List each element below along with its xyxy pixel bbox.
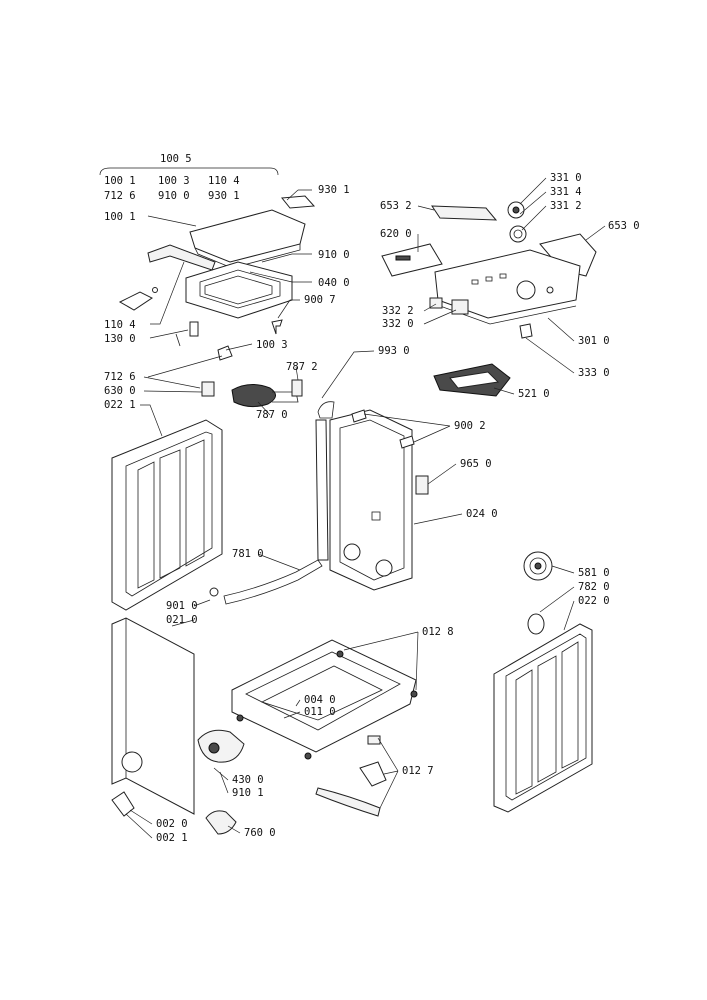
callout-label: 022 0	[578, 595, 610, 607]
callout-label: 993 0	[378, 345, 410, 357]
callout-labels: 930 1 100 1 910 0 040 0 900 7 110 4 130 …	[104, 172, 640, 844]
base-frame-group	[231, 631, 419, 817]
callout-label: 900 2	[454, 420, 486, 432]
callout-label: 331 0	[550, 172, 582, 184]
callout-label: 331 2	[550, 200, 582, 212]
callout-label: 012 8	[422, 626, 454, 638]
rear-panel-group	[209, 350, 463, 605]
callout-label: 630 0	[104, 385, 136, 397]
callout-label: 900 7	[304, 294, 336, 306]
callout-label: 100 1	[104, 211, 136, 223]
callout-label: 332 2	[382, 305, 414, 317]
callout-label: 110 4	[104, 319, 136, 331]
callout-label: 021 0	[166, 614, 198, 626]
kit-part: 100 1	[104, 175, 136, 187]
callout-label: 653 0	[608, 220, 640, 232]
callout-label: 024 0	[466, 508, 498, 520]
callout-label: 965 0	[460, 458, 492, 470]
callout-label: 581 0	[578, 567, 610, 579]
callout-label: 100 3	[256, 339, 288, 351]
callout-label: 022 1	[104, 399, 136, 411]
callout-label: 040 0	[318, 277, 350, 289]
callout-label: 430 0	[232, 774, 264, 786]
callout-label: 781 0	[232, 548, 264, 560]
callout-label: 002 1	[156, 832, 188, 844]
callout-label: 910 1	[232, 787, 264, 799]
front-panel-group	[111, 599, 245, 839]
callout-label: 331 4	[550, 186, 582, 198]
callout-label: 930 1	[318, 184, 350, 196]
callout-label: 760 0	[244, 827, 276, 839]
kit-part: 910 0	[158, 190, 190, 202]
kit-title: 100 5	[160, 153, 192, 165]
callout-label: 787 2	[286, 361, 318, 373]
callout-label: 910 0	[318, 249, 350, 261]
callout-label: 011 0	[304, 706, 336, 718]
callout-label: 004 0	[304, 694, 336, 706]
callout-label: 901 0	[166, 600, 198, 612]
kit-part: 110 4	[208, 175, 240, 187]
callout-label: 301 0	[578, 335, 610, 347]
side-panel-left-group	[111, 366, 303, 611]
callout-label: 653 2	[380, 200, 412, 212]
callout-label: 521 0	[518, 388, 550, 400]
kit-part: 100 3	[158, 175, 190, 187]
callout-label: 332 0	[382, 318, 414, 330]
kit-header: 100 5 100 1 100 3 110 4 712 6 910 0 930 …	[99, 153, 279, 202]
kit-part: 712 6	[104, 190, 136, 202]
callout-label: 002 0	[156, 818, 188, 830]
callout-label: 782 0	[578, 581, 610, 593]
callout-label: 130 0	[104, 333, 136, 345]
callout-label: 620 0	[380, 228, 412, 240]
callout-label: 012 7	[402, 765, 434, 777]
control-panel-assembly	[381, 177, 606, 397]
callout-label: 712 6	[104, 371, 136, 383]
side-panel-right-group	[493, 551, 593, 813]
kit-part: 930 1	[208, 190, 240, 202]
lid-assembly	[118, 189, 316, 378]
callout-label: 333 0	[578, 367, 610, 379]
callout-label: 787 0	[256, 409, 288, 421]
